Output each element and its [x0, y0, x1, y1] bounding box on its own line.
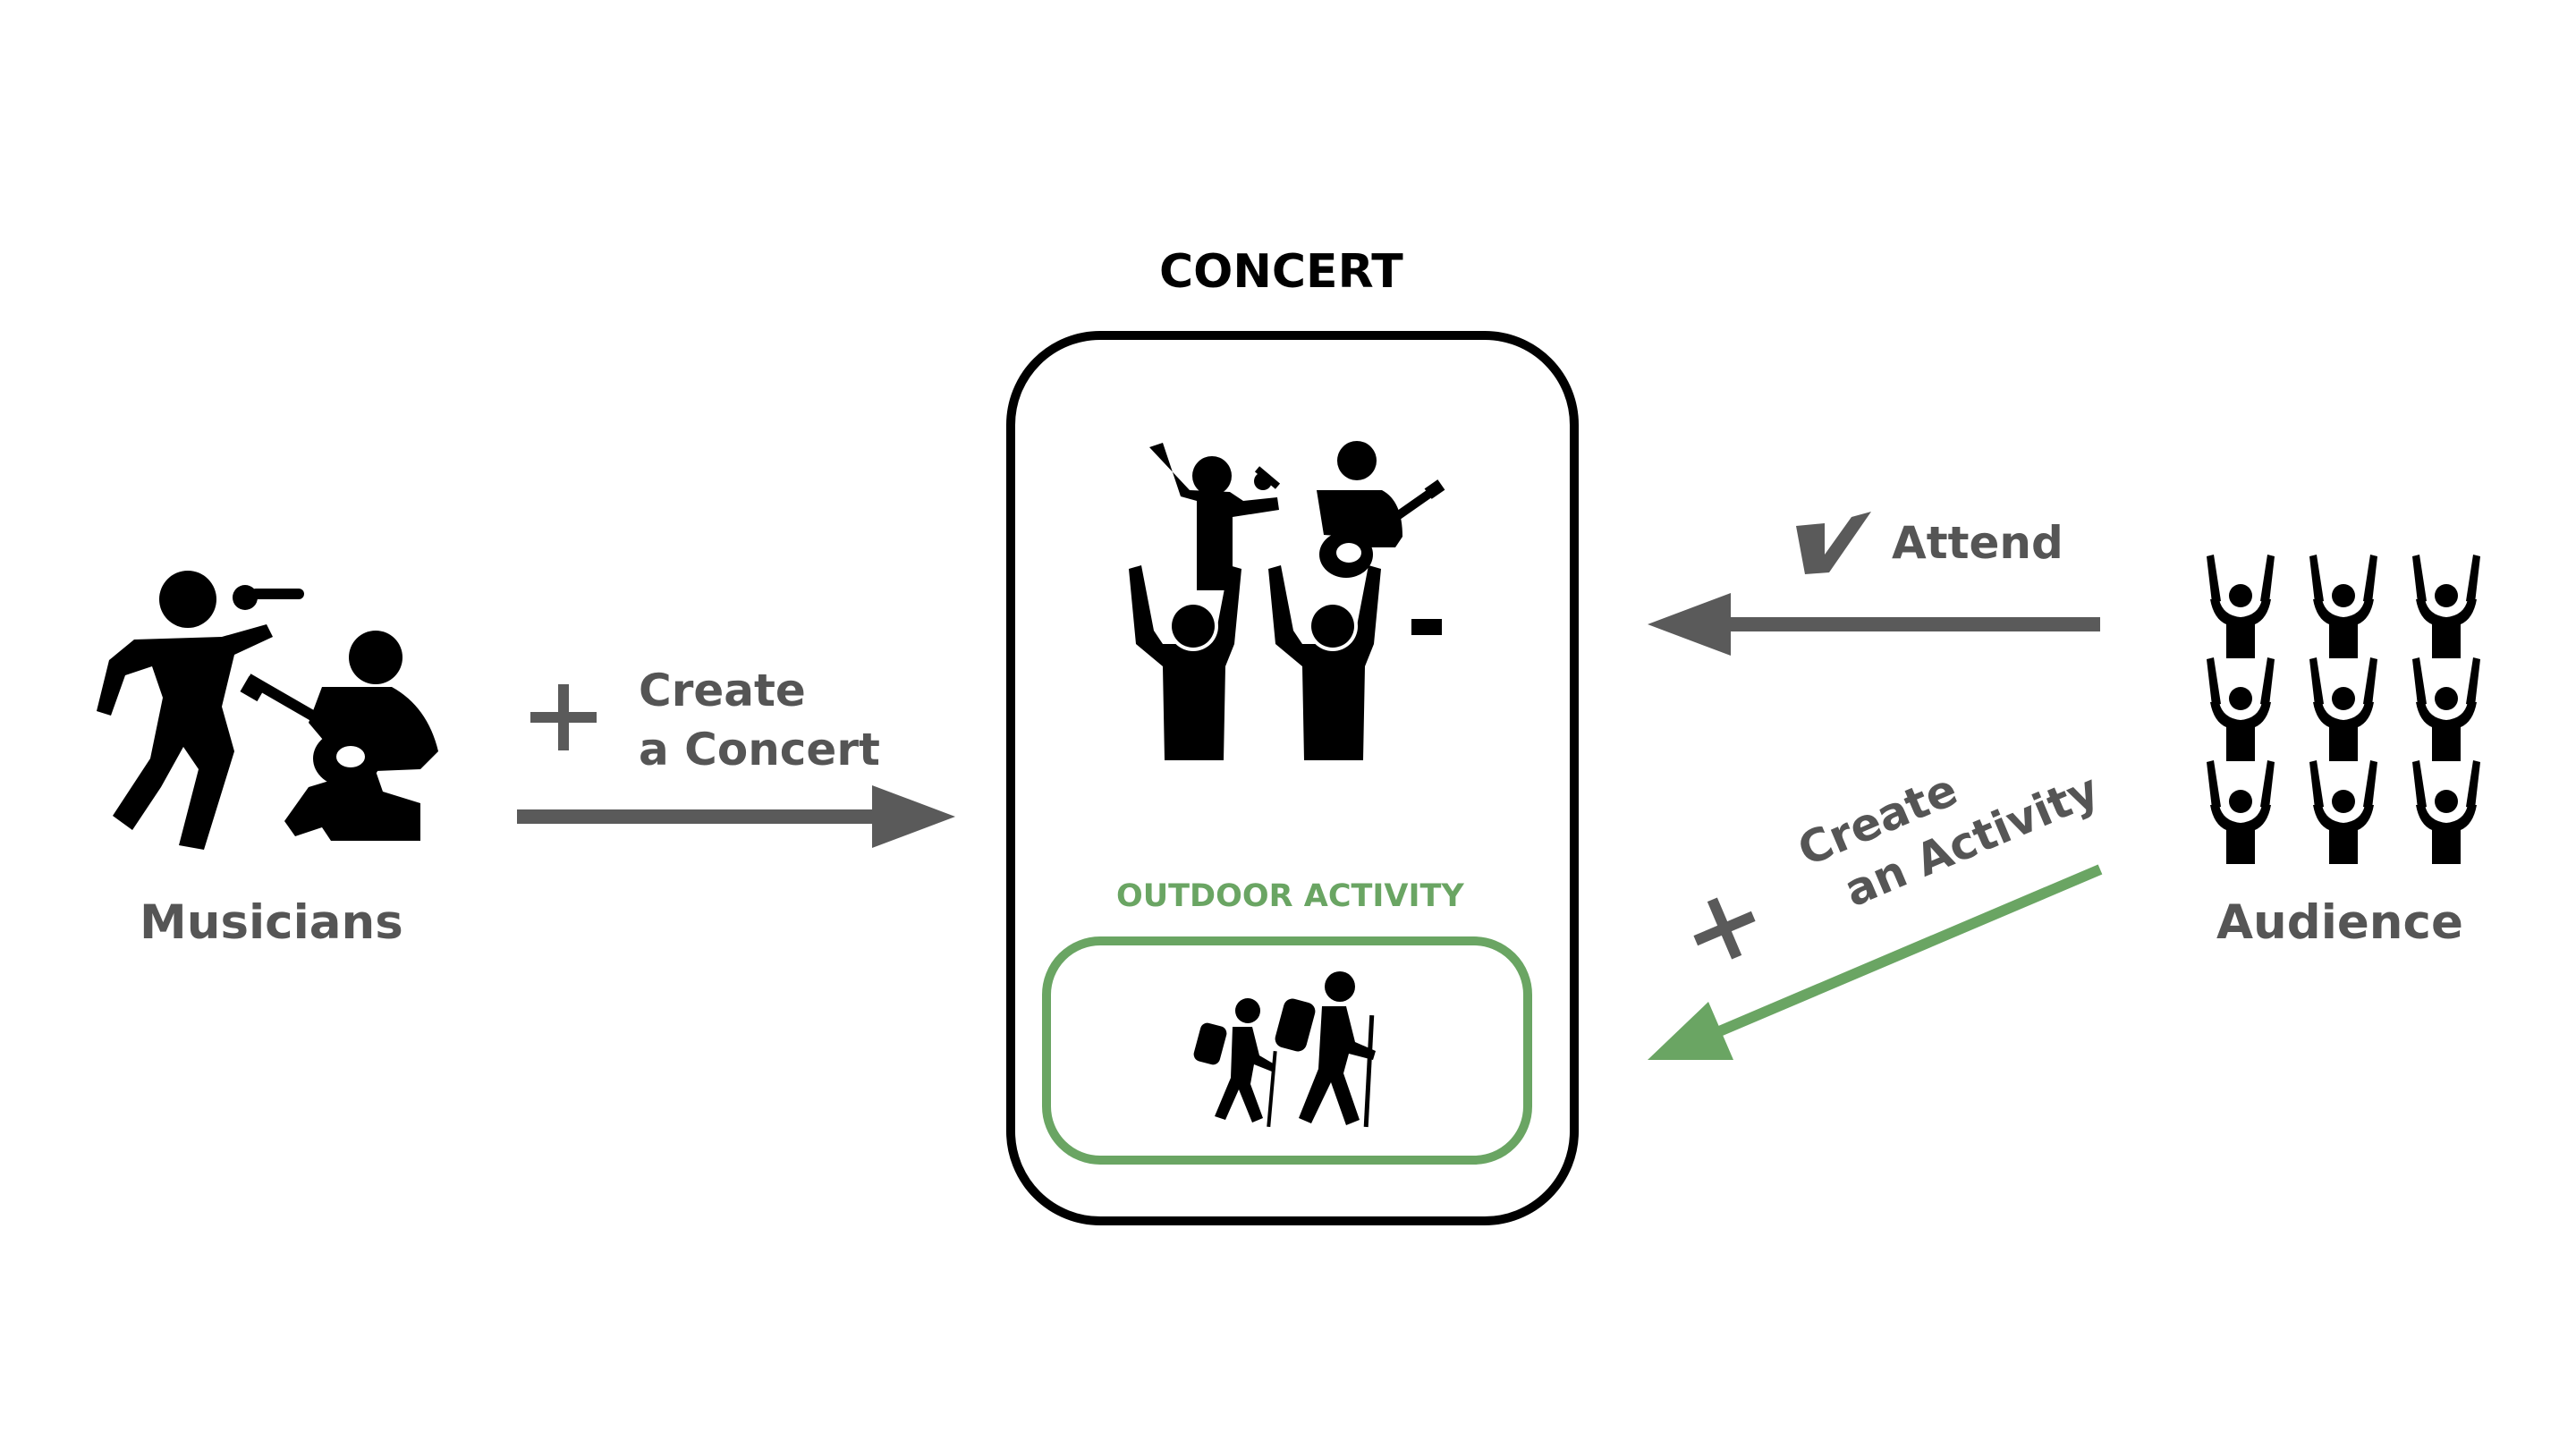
outdoor-activity-box: [1042, 936, 1532, 1165]
outdoor-activity-label: OUTDOOR ACTIVITY: [1116, 878, 1464, 914]
create-concert-label-line2: a Concert: [639, 724, 880, 775]
hikers-icon: [1193, 971, 1376, 1128]
check-icon: [1796, 512, 1871, 574]
musicians-icon: [97, 571, 438, 850]
create-activity-arrow: [1648, 864, 2103, 1060]
musicians-label: Musicians: [140, 895, 403, 950]
plus-icon: [530, 684, 597, 750]
concert-band-icon: [1129, 441, 1445, 760]
create-concert-label-line1: Create: [639, 665, 806, 716]
attend-label: Attend: [1892, 517, 2063, 569]
audience-crowd-icon: [2207, 555, 2480, 864]
attend-arrow: [1648, 593, 2100, 656]
audience-label: Audience: [2216, 895, 2463, 950]
create-concert-arrow: [517, 785, 955, 848]
plus-icon: [1693, 897, 1756, 960]
concert-title: CONCERT: [1159, 245, 1403, 299]
concert-box: [1006, 331, 1579, 1225]
